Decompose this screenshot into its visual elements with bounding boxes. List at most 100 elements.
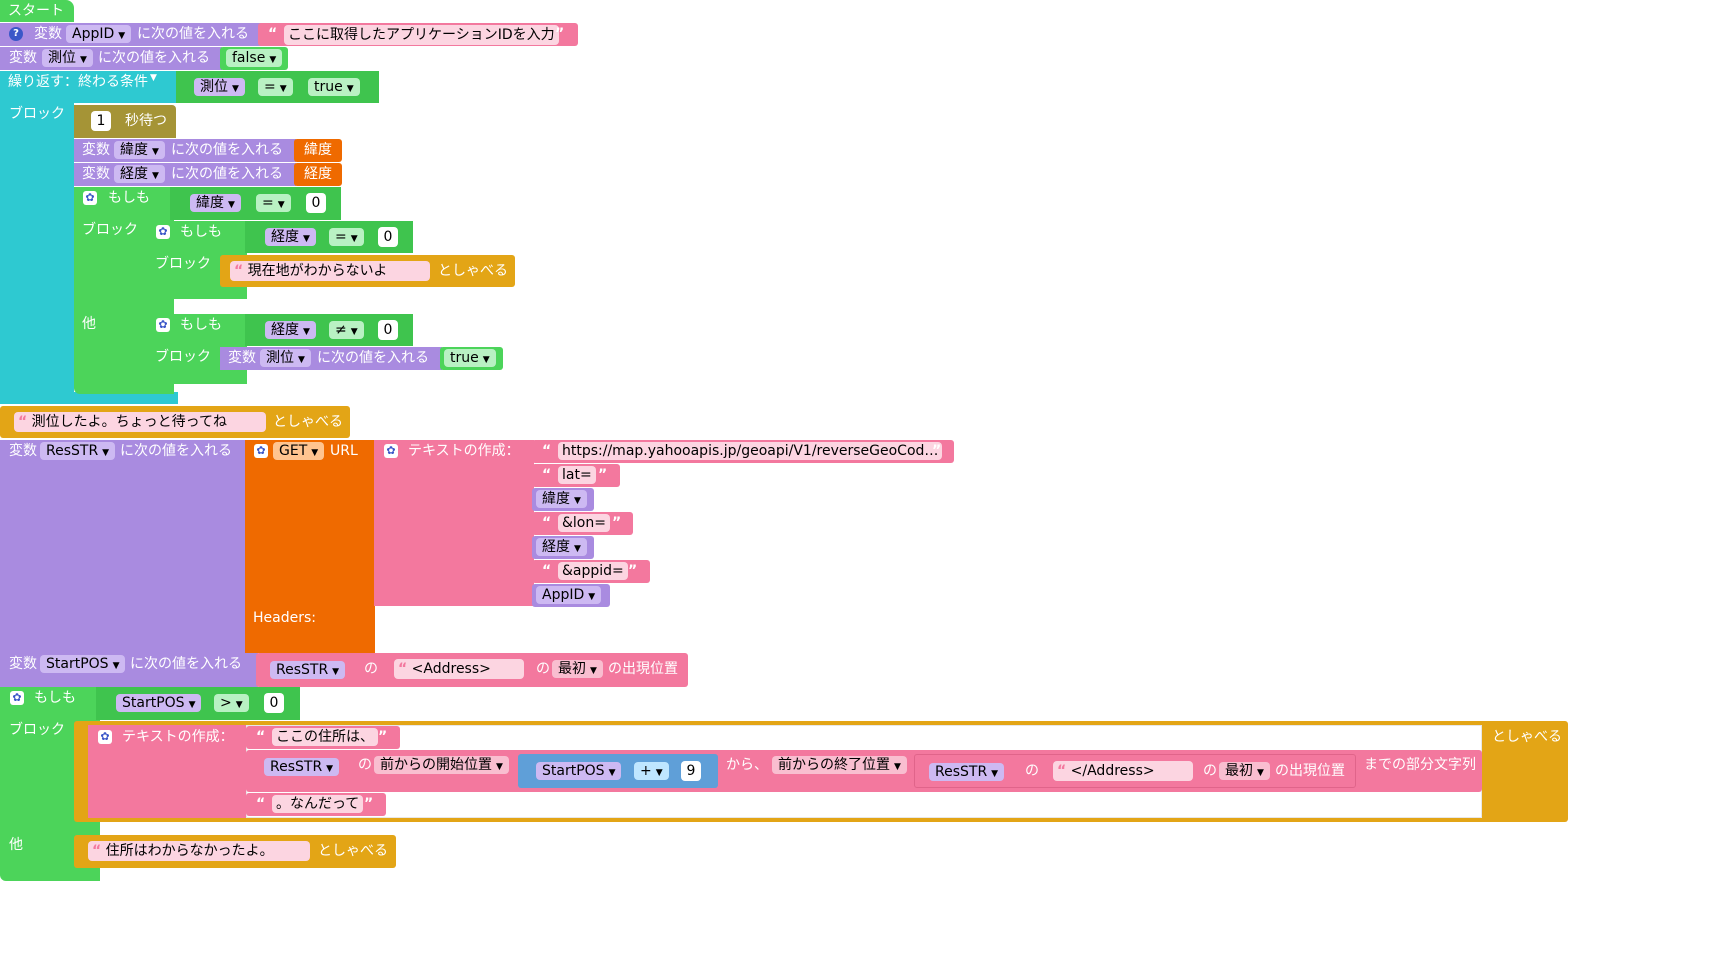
sokui-var-dropdown[interactable]: 測位▼: [194, 78, 245, 96]
http-get-block[interactable]: ✿ GET▼ URL Headers:: [245, 440, 375, 653]
repeat-until-header[interactable]: 繰り返す：終わる条件 ▼: [0, 71, 180, 103]
sokui-var-dropdown[interactable]: 測位▼: [260, 349, 311, 367]
address-close-text[interactable]: “ </Address>: [1053, 761, 1193, 781]
if-lon-nonzero-block[interactable]: ✿ もしも ブロック: [147, 314, 247, 384]
lat-getter-block[interactable]: 緯度▼: [532, 488, 594, 511]
true-dropdown[interactable]: true▼: [308, 78, 360, 96]
set-lon-block[interactable]: 変数 経度▼ に次の値を入れる: [74, 163, 296, 186]
true-value-block[interactable]: true▼: [440, 347, 503, 370]
gt-operator-dropdown[interactable]: >▼: [214, 694, 249, 712]
address-open-text[interactable]: “ <Address>: [394, 659, 524, 679]
gear-icon[interactable]: ✿: [83, 191, 97, 205]
math-add-block[interactable]: StartPOS▼ +▼ 9: [518, 754, 718, 788]
repeat-condition-compare[interactable]: 測位▼ =▼ true▼: [176, 71, 379, 103]
gear-icon[interactable]: ✿: [98, 730, 112, 744]
url-text[interactable]: https://map.yahooapis.jp/geoapi/V1/rever…: [558, 442, 943, 460]
index-of-block[interactable]: ResSTR▼ の “ <Address> の 最初▼ の出現位置: [256, 653, 688, 687]
text-join-address-block[interactable]: ✿ テキストの作成：: [88, 725, 246, 818]
lon-neq-zero-compare[interactable]: 経度▼ ≠▼ 0: [245, 314, 413, 346]
lat-sensor-block[interactable]: 緯度: [294, 139, 342, 162]
eq-operator-dropdown[interactable]: =▼: [329, 228, 364, 246]
true-dropdown[interactable]: true▼: [444, 349, 496, 367]
lon-var-dropdown[interactable]: 経度▼: [114, 165, 165, 183]
startpos-gt-zero-compare[interactable]: StartPOS▼ >▼ 0: [96, 687, 300, 720]
appid-eq-text[interactable]: &appid=: [558, 562, 628, 580]
lat-eq-zero-compare[interactable]: 緯度▼ =▼ 0: [170, 187, 341, 220]
lon-var-dropdown[interactable]: 経度▼: [265, 228, 316, 246]
startpos-var-dropdown[interactable]: StartPOS▼: [40, 655, 126, 673]
zero-number-input[interactable]: 0: [306, 193, 326, 213]
neq-operator-dropdown[interactable]: ≠▼: [329, 321, 364, 339]
say-unknown-location-block[interactable]: “ 現在地がわからないよ としゃべる: [220, 255, 515, 287]
eq-operator-dropdown[interactable]: =▼: [258, 78, 293, 96]
set-appid-block[interactable]: ? 変数 AppID▼ に次の値を入れる: [0, 23, 262, 46]
unknown-location-text[interactable]: “ 現在地がわからないよ: [230, 261, 430, 281]
wait-seconds-input[interactable]: 1: [91, 111, 111, 131]
zero-number-input[interactable]: 0: [378, 227, 398, 247]
resstr-var-dropdown[interactable]: ResSTR▼: [929, 763, 1005, 781]
unknown-address-text[interactable]: “ 住所はわからなかったよ。: [88, 841, 310, 861]
lon-getter-block[interactable]: 経度▼: [532, 536, 594, 559]
lat-var-dropdown[interactable]: 緯度▼: [536, 490, 587, 508]
zero-number-input[interactable]: 0: [264, 693, 284, 713]
nandatte-text[interactable]: 。なんだって: [272, 795, 364, 813]
help-icon[interactable]: ?: [9, 27, 23, 41]
startpos-var-dropdown[interactable]: StartPOS▼: [116, 694, 202, 712]
gear-icon[interactable]: ✿: [156, 225, 170, 239]
first-dropdown[interactable]: 最初▼: [1219, 762, 1270, 780]
set-resstr-block[interactable]: 変数 ResSTR▼ に次の値を入れる: [0, 440, 246, 653]
eq-operator-dropdown[interactable]: =▼: [256, 194, 291, 212]
lon-sensor-block[interactable]: 経度: [294, 163, 342, 186]
appid-placeholder-text[interactable]: ここに取得したアプリケーションIDを入力: [284, 25, 559, 45]
lon-eq-text-block[interactable]: “ &lon= ”: [532, 512, 633, 535]
wait-block[interactable]: 1 秒待つ: [74, 105, 176, 138]
say-unknown-address-block[interactable]: “ 住所はわからなかったよ。 としゃべる: [74, 835, 396, 868]
appid-text-block[interactable]: “ ここに取得したアプリケーションIDを入力 ”: [258, 23, 578, 46]
of-label: の: [536, 661, 550, 677]
set-sokui-false-block[interactable]: 変数 測位▼ に次の値を入れる: [0, 47, 222, 70]
nandatte-text-block[interactable]: “ 。なんだって ”: [246, 793, 386, 816]
here-address-text[interactable]: ここの住所は、: [272, 728, 378, 746]
set-lat-block[interactable]: 変数 緯度▼ に次の値を入れる: [74, 139, 296, 162]
lon-var-dropdown[interactable]: 経度▼: [265, 321, 316, 339]
appid-var-dropdown[interactable]: AppID▼: [66, 25, 132, 43]
url-text-block[interactable]: “ https://map.yahooapis.jp/geoapi/V1/rev…: [532, 440, 954, 463]
index-of-address-close-block[interactable]: ResSTR▼ の “ </Address> の 最初▼ の出現位置: [914, 754, 1356, 788]
lat-var-dropdown[interactable]: 緯度▼: [114, 141, 165, 159]
resstr-var-dropdown[interactable]: ResSTR▼: [40, 442, 116, 460]
appid-eq-text-block[interactable]: “ &appid= ”: [532, 560, 650, 583]
say-measured-block[interactable]: “ 測位したよ。ちょっと待ってね としゃべる: [0, 406, 350, 438]
appid-getter-block[interactable]: AppID▼: [532, 584, 610, 607]
lon-var-dropdown[interactable]: 経度▼: [536, 538, 587, 556]
false-value-block[interactable]: false▼: [220, 47, 288, 70]
gear-icon[interactable]: ✿: [384, 444, 398, 458]
appid-var-dropdown[interactable]: AppID▼: [536, 586, 602, 604]
gear-icon[interactable]: ✿: [10, 691, 24, 705]
lon-eq-text[interactable]: &lon=: [558, 514, 610, 532]
resstr-var-dropdown[interactable]: ResSTR▼: [270, 661, 346, 679]
lat-eq-text-block[interactable]: “ lat= ”: [532, 464, 620, 487]
lat-var-dropdown[interactable]: 緯度▼: [190, 194, 241, 212]
end-pos-dropdown[interactable]: 前からの終了位置▼: [772, 756, 907, 774]
text-join-block[interactable]: ✿ テキストの作成：: [374, 440, 534, 606]
set-sokui-true-block[interactable]: 変数 測位▼ に次の値を入れる: [220, 347, 442, 370]
lon-eq-zero-compare[interactable]: 経度▼ =▼ 0: [245, 221, 413, 253]
set-startpos-block[interactable]: 変数 StartPOS▼ に次の値を入れる: [0, 653, 258, 687]
first-dropdown[interactable]: 最初▼: [552, 660, 603, 678]
start-block[interactable]: スタート: [0, 0, 74, 22]
http-method-dropdown[interactable]: GET▼: [273, 442, 325, 460]
false-dropdown[interactable]: false▼: [226, 49, 283, 67]
nine-number-input[interactable]: 9: [681, 761, 701, 781]
startpos-var-dropdown[interactable]: StartPOS▼: [536, 762, 622, 780]
zero-number-input[interactable]: 0: [378, 320, 398, 340]
sokui-var-dropdown[interactable]: 測位▼: [42, 49, 93, 67]
gear-icon[interactable]: ✿: [156, 318, 170, 332]
measured-text[interactable]: “ 測位したよ。ちょっと待ってね: [14, 412, 266, 432]
gear-icon[interactable]: ✿: [254, 444, 268, 458]
start-pos-dropdown[interactable]: 前からの開始位置▼: [374, 756, 509, 774]
resstr-var-dropdown[interactable]: ResSTR▼: [264, 758, 340, 776]
here-address-text-block[interactable]: “ ここの住所は、 ”: [246, 726, 400, 749]
substring-block[interactable]: ResSTR▼ の 前からの開始位置▼ StartPOS▼ +▼ 9 から、 前…: [246, 750, 1482, 792]
lat-eq-text[interactable]: lat=: [558, 466, 596, 484]
plus-operator-dropdown[interactable]: +▼: [634, 762, 669, 780]
